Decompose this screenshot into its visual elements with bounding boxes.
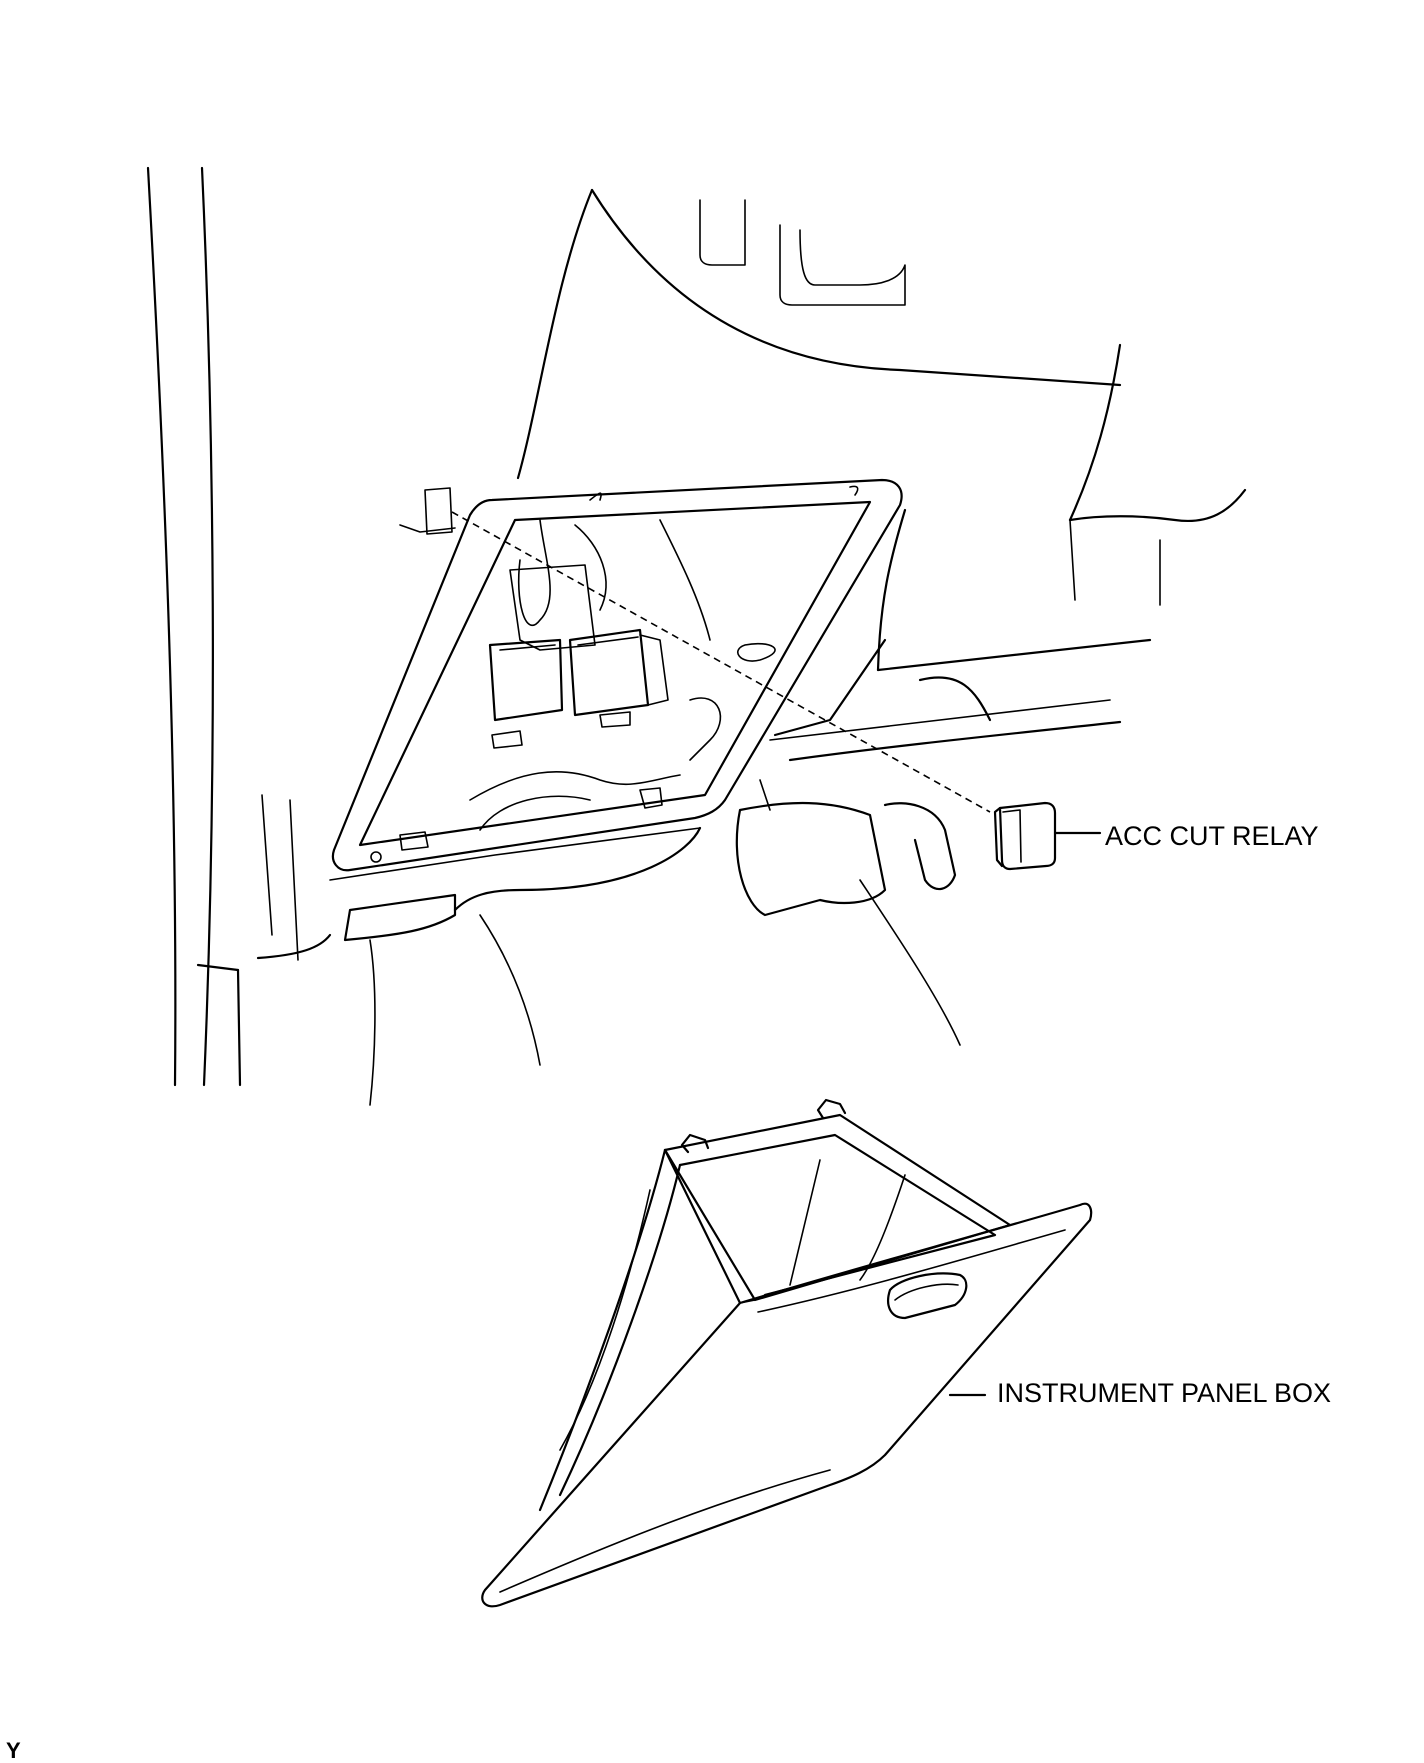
dashboard (516, 188, 1247, 762)
instrument-panel-box-label: INSTRUMENT PANEL BOX (997, 1378, 1332, 1408)
lower-dash (479, 638, 961, 1066)
instrument-panel-box (481, 1098, 1093, 1608)
glovebox-opening (329, 478, 903, 942)
relay-location-marker (399, 487, 991, 813)
junction-block (469, 519, 776, 831)
a-pillar (146, 166, 376, 1106)
acc-cut-relay-label: ACC CUT RELAY (1105, 821, 1319, 851)
corner-code: Y (6, 1738, 21, 1763)
acc-cut-relay (993, 801, 1102, 871)
